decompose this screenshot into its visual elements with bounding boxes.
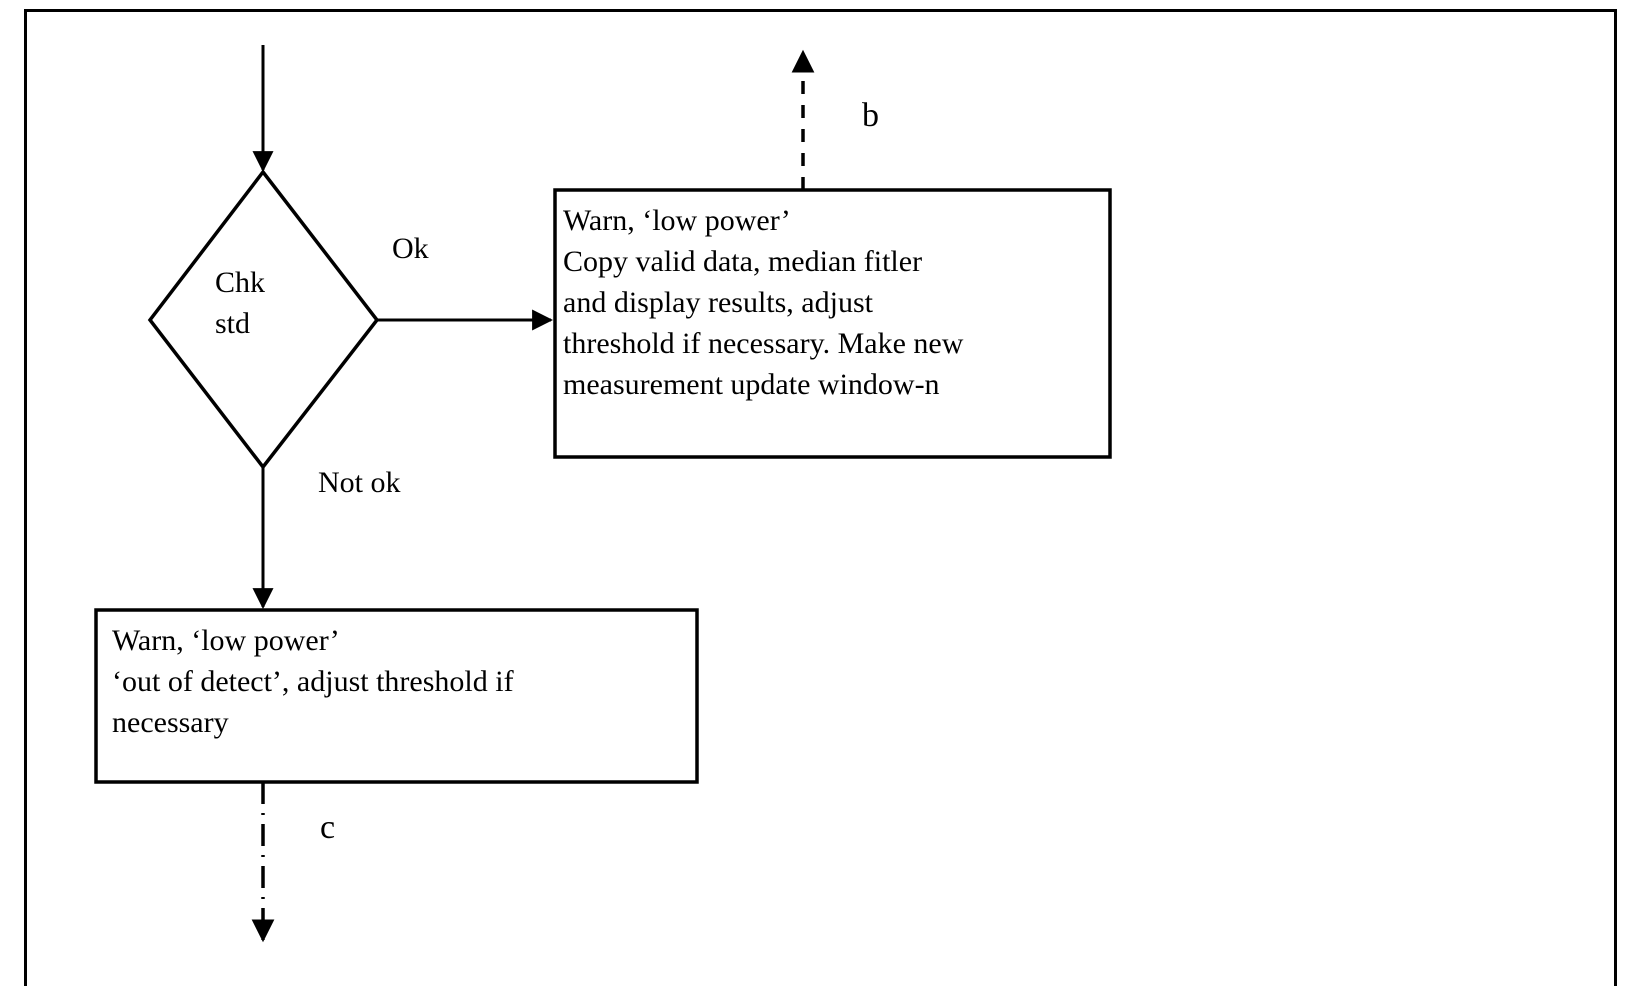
process-ok-label: Warn, ‘low power’ Copy valid data, media… <box>563 204 964 401</box>
edge-label-ok: Ok <box>392 232 429 265</box>
page-frame <box>24 9 1617 986</box>
decision-chk-std-label: Chk std <box>215 266 266 340</box>
connector-label-c: c <box>320 809 336 846</box>
process-ok-shape <box>553 188 1112 459</box>
process-not-ok-label: Warn, ‘low power’ ‘out of detect’, adjus… <box>112 624 514 739</box>
connector-label-b: b <box>862 97 879 134</box>
process-not-ok-shape <box>94 608 699 784</box>
edge-label-not-ok: Not ok <box>318 466 401 499</box>
